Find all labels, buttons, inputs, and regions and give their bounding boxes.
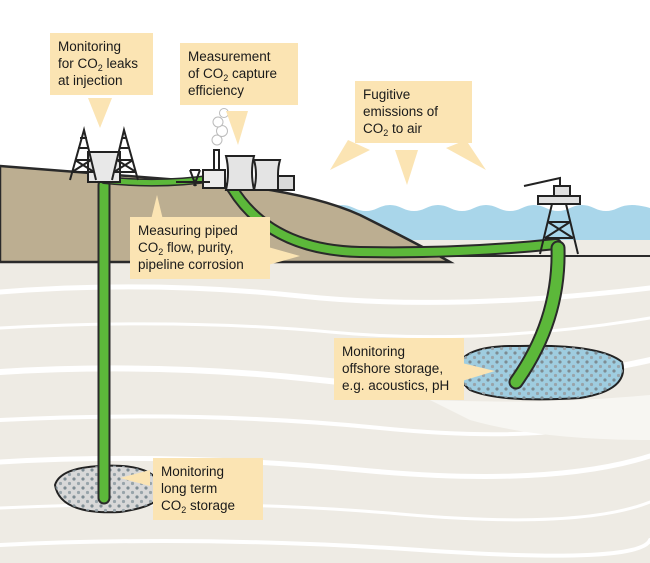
callout-line: long term: [161, 481, 218, 496]
callout-line: emissions of: [363, 104, 439, 119]
callout-line: CO2 flow, purity,: [138, 240, 234, 257]
callout-line: CO2 to air: [363, 121, 423, 138]
injection-rig: [69, 126, 139, 183]
callout-line: efficiency: [188, 83, 245, 98]
callout-line: Measuring piped: [138, 223, 238, 238]
callout-line: pipeline corrosion: [138, 257, 244, 272]
callout-line: Monitoring: [161, 464, 225, 479]
power-plant: [176, 149, 295, 191]
callout-line: CO2 storage: [161, 498, 236, 515]
offshore-platform: [523, 176, 581, 255]
steam-plume: [211, 108, 229, 146]
callout-pointers: [88, 98, 495, 486]
callout-line: offshore storage,: [342, 361, 444, 376]
callout-line: at injection: [58, 73, 123, 88]
callout-line: of CO2 capture: [188, 66, 278, 83]
callout-line: Fugitive: [363, 87, 411, 102]
offshore-reservoir-rock: [458, 345, 624, 400]
callout-line: Measurement: [188, 49, 271, 64]
callout-line: Monitoring: [58, 39, 122, 54]
callout-fugitive-emissions: Fugitive emissions of CO2 to air: [355, 81, 472, 143]
callout-line: e.g. acoustics, pH: [342, 378, 450, 393]
callout-line: for CO2 leaks: [58, 56, 139, 73]
callout-offshore-storage: Monitoring offshore storage, e.g. acoustic…: [334, 338, 464, 400]
callout-line: Monitoring: [342, 344, 406, 359]
